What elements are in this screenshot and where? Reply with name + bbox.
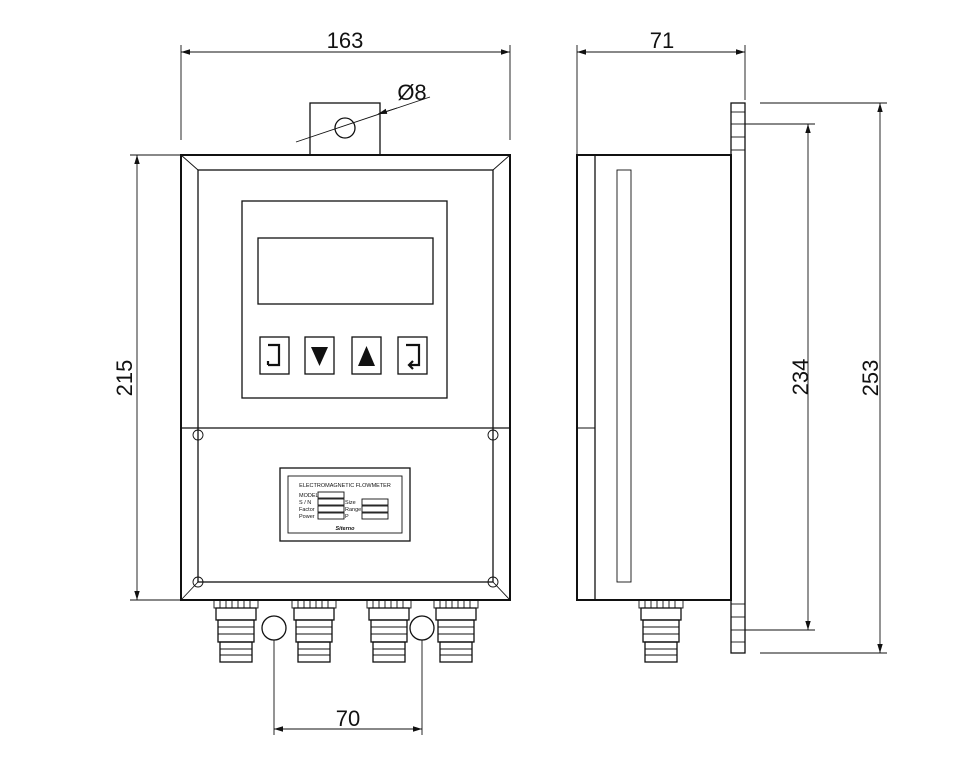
cable-gland — [433, 599, 479, 663]
back-key[interactable] — [397, 336, 428, 375]
nameplate-label-model: MODEL — [299, 493, 319, 499]
blank-plug — [261, 615, 287, 641]
nameplate-label-p: P — [345, 514, 349, 520]
up-key[interactable] — [351, 336, 382, 375]
dimension-label-163: 163 — [327, 28, 364, 53]
housing-front — [180, 154, 511, 601]
dimension-front-height: 215 — [112, 154, 181, 601]
cable-glands-front — [213, 599, 479, 663]
dimension-label-hole-diameter: Ø8 — [397, 80, 426, 105]
triangle-up-icon — [358, 346, 375, 366]
display-panel — [241, 200, 448, 399]
nameplate-title: ELECTROMAGNETIC FLOWMETER — [299, 483, 391, 489]
mounting-plate-side — [730, 102, 746, 654]
return-right-icon — [406, 343, 421, 370]
return-left-icon — [266, 343, 281, 367]
dimension-label-70: 70 — [336, 706, 360, 731]
mounting-tab: Ø8 — [295, 80, 431, 156]
cable-gland — [366, 599, 412, 663]
cable-gland — [291, 599, 337, 663]
cable-gland — [213, 599, 259, 663]
dimension-inner-height: 234 — [745, 123, 815, 631]
dimension-front-width: 163 — [180, 28, 511, 140]
keypad — [259, 336, 428, 375]
dimension-gland-spacing: 70 — [273, 640, 423, 735]
dimension-label-253: 253 — [858, 360, 883, 397]
housing-side — [576, 154, 732, 601]
dimension-total-height: 253 — [760, 102, 887, 654]
dimension-side-depth: 71 — [576, 28, 746, 155]
nameplate-label-power: Power — [299, 514, 315, 520]
dimension-label-215: 215 — [112, 360, 137, 397]
dimension-label-234: 234 — [788, 359, 813, 396]
triangle-down-icon — [311, 347, 328, 366]
blank-plug — [409, 615, 435, 641]
nameplate-label-range: Range — [345, 507, 361, 513]
lcd-screen — [257, 237, 434, 305]
side-view: 71 — [576, 28, 887, 663]
nameplate: ELECTROMAGNETIC FLOWMETER MODEL S / N Fa… — [279, 467, 411, 542]
enter-key[interactable] — [259, 336, 290, 375]
cable-gland-side — [638, 599, 684, 663]
down-key[interactable] — [304, 336, 335, 375]
nameplate-label-size: Size — [345, 500, 356, 506]
nameplate-label-factor: Factor — [299, 507, 315, 513]
front-view: 163 Ø8 215 — [112, 28, 511, 735]
nameplate-label-sn: S / N — [299, 500, 311, 506]
nameplate-brand-logo: Siterno — [336, 526, 356, 532]
dimension-label-71: 71 — [650, 28, 674, 53]
